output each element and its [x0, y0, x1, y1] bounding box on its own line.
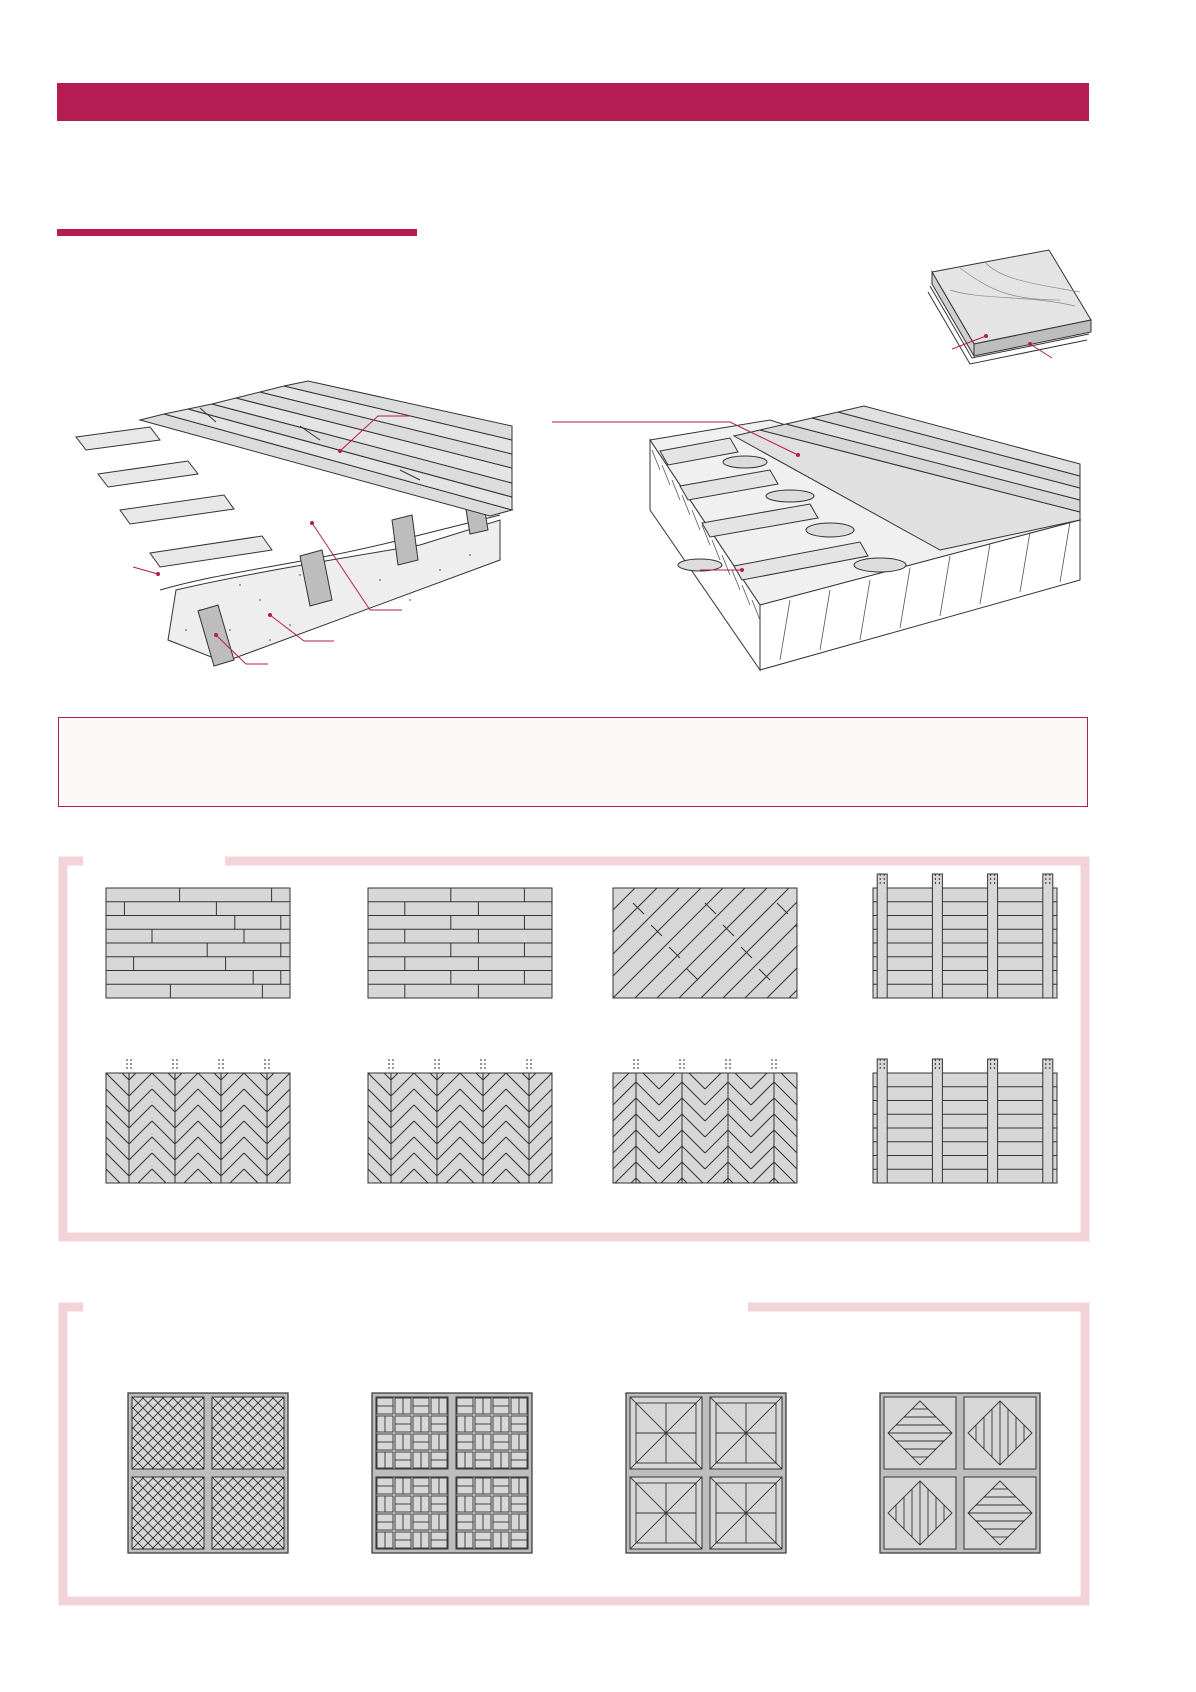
section-rule [57, 229, 417, 236]
irregular-bond-pattern [105, 887, 291, 999]
pinwheel-panel [625, 1392, 787, 1554]
panel-patterns-group [127, 1392, 1041, 1554]
diagonal-pattern [612, 887, 798, 999]
chevron-pattern [105, 1059, 291, 1184]
diamond-panel [879, 1392, 1041, 1554]
strip-patterns-frame [58, 856, 1090, 1242]
header-bar [57, 83, 1089, 121]
note-box [58, 717, 1088, 807]
herringbone-with-strips-pattern [367, 1059, 553, 1184]
diagonal-weave-panel [127, 1392, 289, 1554]
panel-patterns-frame [58, 1302, 1090, 1606]
timber-floor-cutaway-icon [75, 380, 514, 667]
chevron-strip-pattern [872, 1058, 1058, 1184]
double-herringbone-pattern [612, 1059, 798, 1184]
strip-patterns-group [105, 873, 1058, 1184]
basket-weave-panel [371, 1392, 533, 1554]
layered-board-icon [927, 249, 1092, 365]
sleeper-floor-cutaway-icon [552, 405, 1082, 672]
regular-bond-pattern [367, 887, 553, 999]
ladder-pattern [872, 873, 1058, 999]
